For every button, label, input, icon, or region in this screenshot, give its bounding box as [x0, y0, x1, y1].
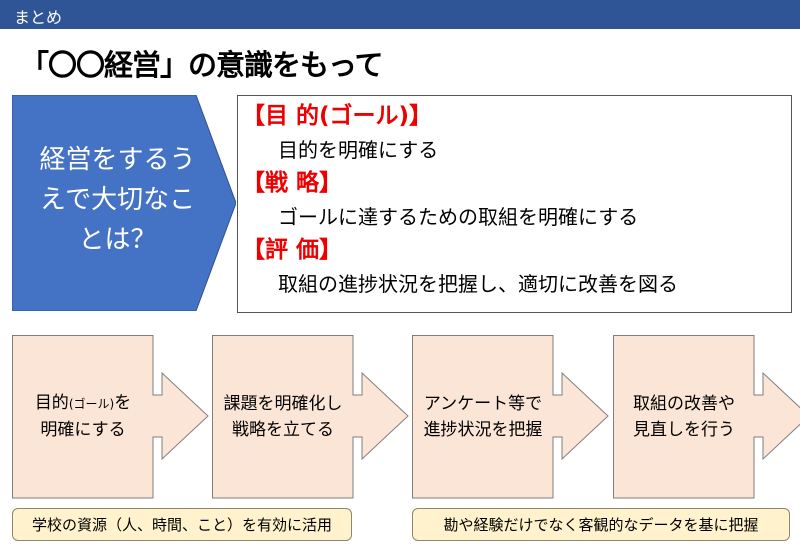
page-title: 「〇〇経営」の意識をもって	[20, 48, 384, 82]
flow-arrow-shape	[12, 335, 209, 499]
flow-step-3: アンケート等で進捗状況を把握	[412, 335, 610, 500]
note-resources: 学校の資源（人、時間、こと）を有効に活用	[12, 508, 352, 541]
flow-arrow-shape	[212, 335, 409, 499]
flow-step-2: 課題を明確化し戦略を立てる	[212, 335, 410, 500]
point-heading-evaluation: 【評 価】	[242, 237, 343, 263]
flow-arrow-shape	[412, 335, 609, 499]
point-heading-goal: 【目 的(ゴール)】	[242, 103, 433, 129]
flow-step-text: 課題を明確化し戦略を立てる	[223, 393, 343, 440]
header-bar: まとめ	[0, 0, 800, 29]
note-data: 勘や経験だけでなく客観的なデータを基に把握	[412, 508, 790, 541]
flow-arrow-shape	[613, 335, 800, 499]
key-points-box: 【目 的(ゴール)】 目的を明確にする 【戦 略】 ゴールに達するための取組を明…	[237, 95, 792, 313]
flow-step-4: 取組の改善や見直しを行う	[613, 335, 800, 500]
question-pentagon	[12, 95, 236, 311]
flow-step-text: 目的(ゴール)を明確にする	[34, 393, 132, 440]
question-text: 経営をするうえで大切なことは？	[39, 145, 196, 255]
point-body-evaluation: 取組の進捗状況を把握し、適切に改善を図る	[278, 272, 678, 296]
flow-step-1: 目的(ゴール)を明確にする	[12, 335, 210, 500]
point-heading-strategy: 【戦 略】	[242, 170, 343, 196]
header-label: まとめ	[14, 8, 63, 27]
point-body-strategy: ゴールに達するための取組を明確にする	[278, 205, 639, 229]
flow-step-text: 取組の改善や見直しを行う	[633, 393, 735, 440]
point-body-goal: 目的を明確にする	[278, 138, 439, 162]
flow-step-text: アンケート等で進捗状況を把握	[423, 393, 543, 440]
